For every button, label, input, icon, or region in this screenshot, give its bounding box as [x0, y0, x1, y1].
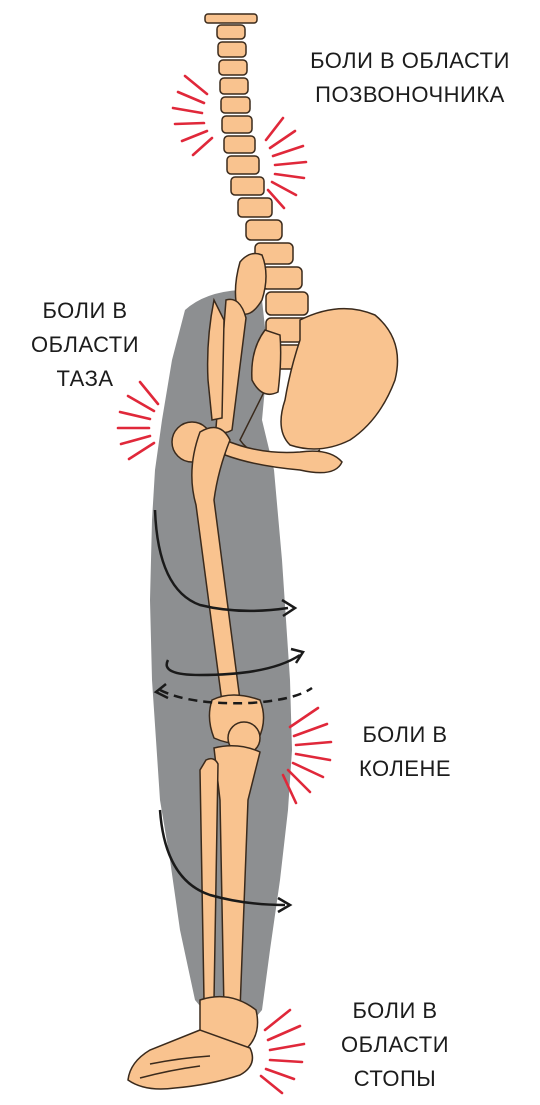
label-pelvis-line3: ТАЗА: [20, 362, 150, 396]
label-spine-line1: БОЛИ В ОБЛАСТИ: [290, 44, 530, 78]
label-pelvis-line1: БОЛИ В: [20, 294, 150, 328]
foot: [128, 997, 258, 1089]
label-spine-pain: БОЛИ В ОБЛАСТИ ПОЗВОНОЧНИКА: [290, 44, 530, 112]
label-foot-line3: СТОПЫ: [330, 1062, 460, 1096]
label-foot-line1: БОЛИ В: [330, 994, 460, 1028]
pain-rays-spine-left: [173, 76, 212, 155]
label-pelvis-pain: БОЛИ В ОБЛАСТИ ТАЗА: [20, 294, 150, 396]
label-foot-pain: БОЛИ В ОБЛАСТИ СТОПЫ: [330, 994, 460, 1096]
label-spine-line2: ПОЗВОНОЧНИКА: [290, 78, 530, 112]
label-foot-line2: ОБЛАСТИ: [330, 1028, 460, 1062]
pain-rays-foot: [261, 1010, 304, 1093]
label-knee-line1: БОЛИ В: [345, 718, 465, 752]
pain-rays-spine-right: [266, 118, 306, 208]
label-pelvis-line2: ОБЛАСТИ: [20, 328, 150, 362]
label-knee-pain: БОЛИ В КОЛЕНЕ: [345, 718, 465, 786]
label-knee-line2: КОЛЕНЕ: [345, 752, 465, 786]
